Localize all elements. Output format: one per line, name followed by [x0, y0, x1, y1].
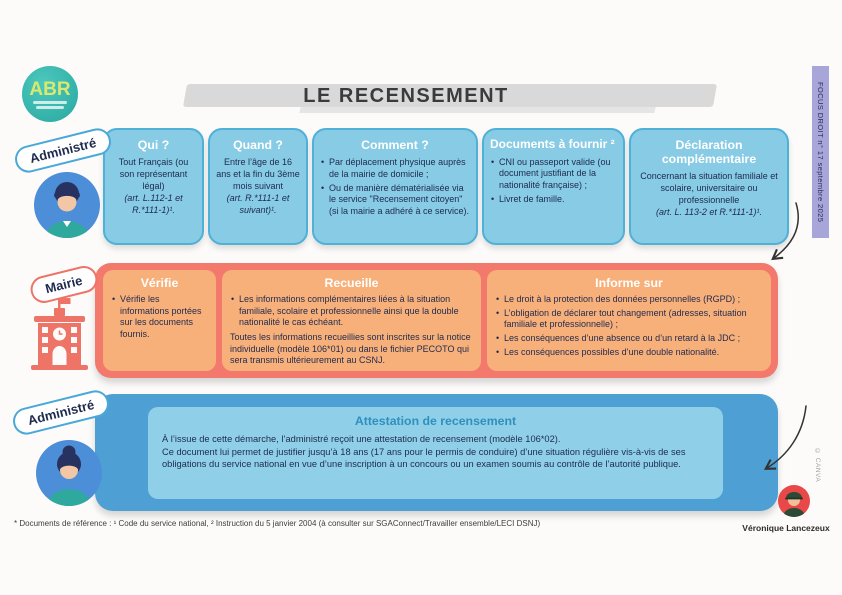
bullet-item: Le droit à la protection des données per…: [495, 294, 763, 306]
abr-logo: ABR: [22, 66, 78, 122]
bullet-list: CNI ou passeport valide (ou document jus…: [490, 157, 617, 206]
card-title: Comment ?: [361, 138, 429, 152]
bullet-list: Vérifie les informations portées sur les…: [111, 294, 208, 341]
card-title: Attestation de recensement: [354, 414, 517, 428]
card-recueille: Recueille Les informations complémentair…: [222, 270, 481, 371]
card-qui: Qui ? Tout Français (ou son représentant…: [103, 128, 204, 245]
card-text: À l’issue de cette démarche, l’administr…: [162, 434, 561, 444]
bullet-item: Livret de famille.: [490, 194, 617, 206]
card-note: Toutes les informations recueillies sont…: [230, 332, 471, 366]
card-title: Déclaration complémentaire: [661, 138, 757, 167]
legal-reference: (art. L. 113-2 et R.*111-1)¹.: [655, 206, 763, 217]
card-title: Vérifie: [140, 276, 179, 290]
card-title: Documents à fournir ²: [490, 137, 615, 151]
card-text: Concernant la situation familiale et sco…: [640, 171, 778, 206]
logo-text: ABR: [29, 78, 71, 100]
card-attestation: Attestation de recensement À l’issue de …: [148, 407, 723, 499]
bullet-item: L’obligation de déclarer tout changement…: [495, 308, 763, 331]
card-comment: Comment ? Par déplacement physique auprè…: [312, 128, 478, 245]
page-title: LE RECENSEMENT: [303, 85, 509, 107]
card-title: Informe sur: [595, 276, 663, 290]
bullet-list: Par déplacement physique auprès de la ma…: [320, 157, 470, 217]
logo-subline: [36, 105, 64, 109]
footnote-references: * Documents de référence : ¹ Code du ser…: [14, 519, 541, 528]
card-informe-sur: Informe sur Le droit à la protection des…: [487, 270, 771, 371]
card-title: Qui ?: [137, 138, 170, 152]
card-title: Quand ?: [233, 138, 283, 152]
author-name: Véronique Lancezeux: [742, 523, 830, 533]
bullet-item: Les conséquences d’une absence ou d’un r…: [495, 333, 763, 345]
bullet-item: CNI ou passeport valide (ou document jus…: [490, 157, 617, 192]
card-text: Tout Français (ou son représentant légal…: [118, 157, 189, 191]
bullet-item: Les informations complémentaires liées à…: [230, 294, 473, 329]
bullet-item: Par déplacement physique auprès de la ma…: [320, 157, 470, 180]
author-avatar-icon: [778, 485, 810, 517]
side-banner: FOCUS DROIT n° 17 septembre 2025: [812, 66, 829, 238]
bullet-item: Vérifie les informations portées sur les…: [111, 294, 208, 341]
legal-reference: (art. R.*111-1 et suivant)¹.: [226, 192, 290, 215]
logo-subline: [33, 100, 67, 104]
bullet-item: Les conséquences possibles d’une double …: [495, 347, 763, 359]
legal-reference: (art. L.112-1 et R.*111-1)¹.: [124, 192, 183, 215]
card-verifie: Vérifie Vérifie les informations portées…: [103, 270, 216, 371]
canva-attribution: © CANVA: [814, 448, 821, 483]
administre-avatar-icon: [34, 172, 100, 238]
card-title: Recueille: [324, 276, 379, 290]
card-body: Tout Français (ou son représentant légal…: [111, 157, 196, 216]
card-text: Ce document lui permet de justifier jusq…: [162, 446, 686, 470]
label-administre-1: Administré: [12, 125, 114, 176]
bullet-item: Ou de manière dématérialisée via le serv…: [320, 183, 470, 218]
card-documents: Documents à fournir ² CNI ou passeport v…: [482, 128, 625, 245]
bullet-list: Le droit à la protection des données per…: [495, 294, 763, 358]
card-body: Concernant la situation familiale et sco…: [637, 171, 781, 219]
card-declaration: Déclaration complémentaire Concernant la…: [629, 128, 789, 245]
town-hall-icon: [31, 298, 88, 370]
card-body: Entre l’âge de 16 ans et la fin du 3ème …: [216, 157, 300, 216]
bullet-list: Les informations complémentaires liées à…: [230, 294, 473, 329]
administre-avatar-2-icon: [36, 440, 102, 506]
card-quand: Quand ? Entre l’âge de 16 ans et la fin …: [208, 128, 308, 245]
card-text: Entre l’âge de 16 ans et la fin du 3ème …: [216, 157, 300, 191]
